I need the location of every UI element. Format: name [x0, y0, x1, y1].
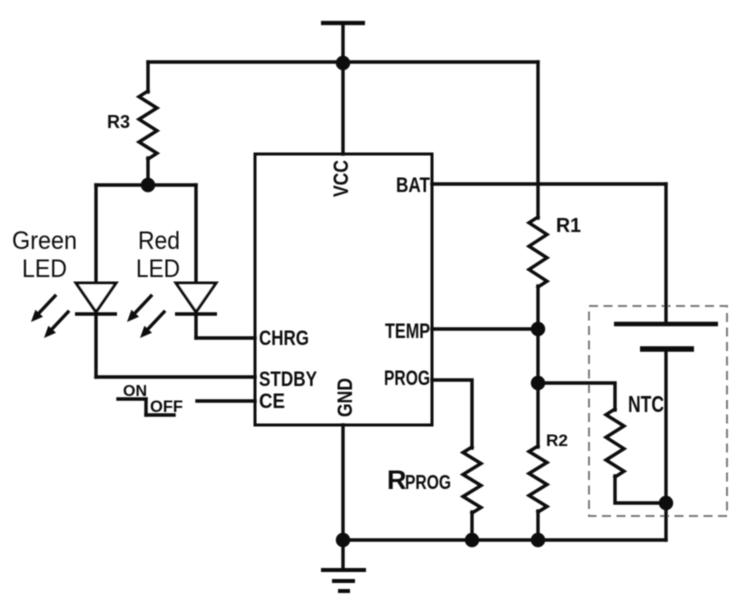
ic-pin-vcc: VCC	[330, 160, 353, 197]
ntc-label: NTC	[628, 391, 664, 417]
green-led-triangle	[73, 281, 119, 315]
ntc-zigzag	[602, 406, 628, 480]
junction-dot-rprog	[464, 532, 480, 548]
red-led-label-line2: LED	[136, 255, 180, 283]
junction-dot-battery	[658, 495, 674, 511]
arrow-head	[44, 325, 56, 338]
red-led-label-line1: Red	[138, 227, 180, 255]
arrow-shaft	[36, 293, 58, 316]
battery-cell	[614, 182, 718, 542]
green-led: Green LED	[12, 183, 119, 379]
ic-pin-prog: PROG	[384, 367, 430, 390]
ground-symbol	[321, 538, 366, 593]
off-label: OFF	[150, 397, 183, 416]
ic-pin-bat: BAT	[396, 174, 430, 197]
on-label: ON	[123, 383, 147, 400]
arrow-head	[140, 325, 152, 338]
r1-label: R1	[556, 215, 581, 237]
arrow-shaft	[145, 309, 167, 332]
red-led: Red LED	[127, 183, 219, 340]
charger-ic: VCC GND BAT TEMP PROG CHRG STDBY CE	[253, 152, 434, 427]
resistor-rprog: R PROG	[387, 378, 485, 542]
r3-label: R3	[107, 112, 130, 132]
green-led-light-arrow-1	[31, 293, 58, 322]
ce-level-symbol: ON OFF	[116, 383, 183, 417]
green-led-label-line1: Green	[12, 227, 77, 255]
red-led-triangle	[173, 281, 219, 315]
ntc-bottom-wire	[613, 474, 668, 505]
resistor-r3: R3	[107, 60, 161, 188]
arrow-head	[127, 309, 139, 322]
battery-pack: NTC	[536, 182, 728, 542]
ic-pin-temp: TEMP	[385, 320, 430, 343]
rprog-label-sub: PROG	[405, 472, 451, 494]
ic-pin-chrg: CHRG	[259, 327, 309, 350]
r2-zigzag	[525, 443, 551, 515]
resistor-r2: R2	[525, 381, 568, 542]
arrow-head	[31, 309, 43, 322]
arrow-shaft	[49, 309, 71, 332]
r1-zigzag	[525, 214, 551, 290]
resistor-r1: R1	[525, 214, 581, 290]
junction-dot-vcc	[335, 55, 351, 71]
ic-pin-gnd: GND	[334, 378, 357, 417]
ntc-thermistor: NTC	[536, 381, 668, 505]
red-led-light-arrow-1	[127, 293, 154, 322]
ic-pin-ce: CE	[259, 390, 285, 413]
r2-label: R2	[546, 431, 568, 450]
r3-zigzag	[135, 88, 161, 162]
ic-pin-stdby: STDBY	[259, 368, 317, 391]
prog-wire	[430, 378, 474, 450]
schematic-drawing: R3 Green LED Red LED	[12, 20, 728, 593]
junction-dot-r2	[530, 532, 546, 548]
rprog-zigzag	[459, 444, 485, 516]
rprog-label-main: R	[387, 465, 407, 495]
green-led-light-arrow-2	[44, 309, 71, 338]
vcc-supply-symbol	[321, 20, 365, 156]
green-led-label-line2: LED	[22, 255, 67, 283]
red-led-light-arrow-2	[140, 309, 167, 338]
ntc-top-wire	[536, 381, 617, 412]
arrow-shaft	[132, 293, 154, 316]
